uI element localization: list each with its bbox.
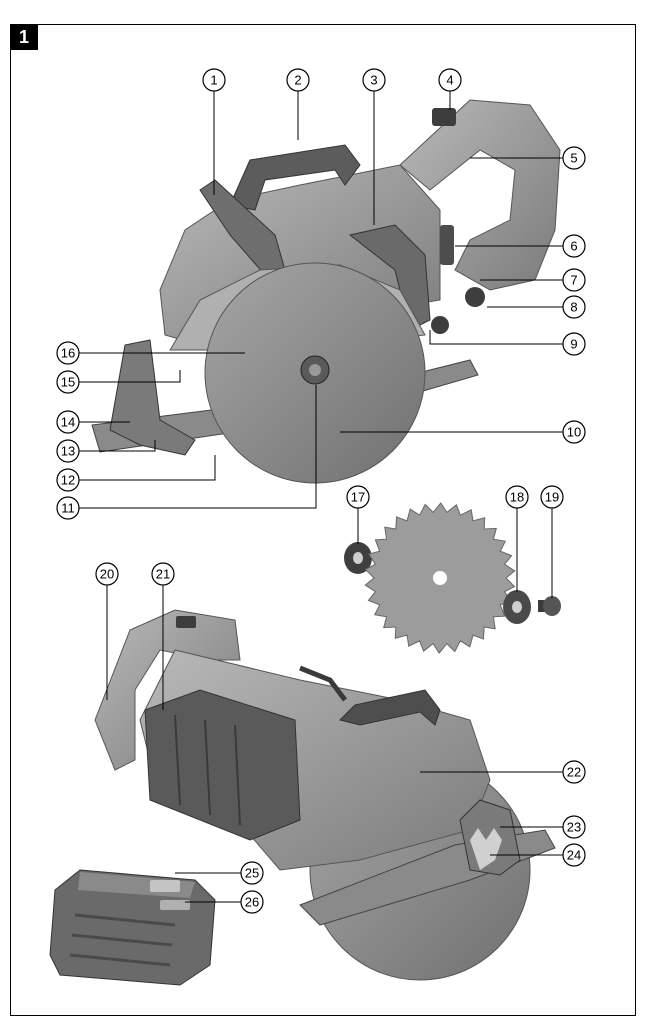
leader-line-13 [79, 440, 156, 452]
callout-6: 6 [562, 234, 586, 258]
battery-pack [49, 869, 216, 986]
callout-label: 21 [156, 567, 170, 582]
callout-24: 24 [562, 843, 586, 867]
figure-number-tab: 1 [10, 24, 38, 50]
callout-label: 6 [570, 239, 577, 254]
callout-label: 14 [61, 415, 75, 430]
callout-3: 3 [362, 68, 386, 92]
callout-20: 20 [95, 562, 119, 586]
callout-label: 18 [510, 490, 524, 505]
rear-handle [399, 99, 561, 291]
leader-lines [79, 91, 563, 903]
callout-label: 1 [210, 73, 217, 88]
inner-flange-part [344, 542, 372, 574]
spare-blade-part [364, 502, 516, 654]
callout-label: 4 [446, 73, 453, 88]
callout-label: 16 [61, 346, 75, 361]
callout-label: 23 [567, 820, 581, 835]
callout-label: 9 [570, 337, 577, 352]
callout-8: 8 [562, 295, 586, 319]
callout-11: 11 [56, 496, 80, 520]
leader-line-15 [79, 370, 181, 383]
callout-15: 15 [56, 370, 80, 394]
callout-25: 25 [240, 861, 264, 885]
callout-label: 12 [61, 473, 75, 488]
callout-23: 23 [562, 815, 586, 839]
leader-line-9 [429, 330, 563, 345]
callout-label: 13 [61, 444, 75, 459]
callout-10: 10 [562, 420, 586, 444]
callout-19: 19 [540, 485, 564, 509]
callout-16: 16 [56, 341, 80, 365]
callout-4: 4 [438, 68, 462, 92]
leader-line-12 [79, 455, 216, 481]
callout-5: 5 [562, 146, 586, 170]
callout-12: 12 [56, 468, 80, 492]
callout-21: 21 [151, 562, 175, 586]
callout-label: 5 [570, 151, 577, 166]
callout-9: 9 [562, 332, 586, 356]
callout-label: 10 [567, 425, 581, 440]
callout-label: 19 [545, 490, 559, 505]
saw-top-view [91, 99, 561, 484]
callout-label: 17 [351, 490, 365, 505]
bevel-knob [431, 316, 449, 334]
top-indicator [432, 108, 456, 126]
callout-label: 11 [61, 501, 75, 516]
bevel-bracket [109, 339, 196, 456]
callout-label: 22 [567, 765, 581, 780]
callout-2: 2 [286, 68, 310, 92]
callout-26: 26 [240, 890, 264, 914]
depth-knob [465, 287, 485, 307]
callout-label: 20 [100, 567, 114, 582]
saw-bottom-view [94, 609, 556, 981]
trigger [440, 225, 454, 265]
callout-1: 1 [202, 68, 226, 92]
callout-label: 3 [370, 73, 377, 88]
battery-indicator [150, 880, 180, 892]
depth-bracket [348, 224, 431, 331]
callout-label: 25 [245, 866, 259, 881]
callout-label: 26 [245, 895, 259, 910]
callout-22: 22 [562, 760, 586, 784]
callout-17: 17 [346, 485, 370, 509]
battery-bay [144, 689, 301, 841]
callout-18: 18 [505, 485, 529, 509]
battery-release-button [160, 900, 190, 910]
figure-frame [10, 24, 636, 1016]
leader-line-11 [79, 385, 317, 509]
outer-flange-part [503, 590, 531, 624]
blade-bolt-part [538, 596, 561, 616]
callout-label: 15 [61, 375, 75, 390]
callout-13: 13 [56, 439, 80, 463]
callout-label: 24 [567, 848, 581, 863]
callout-7: 7 [562, 268, 586, 292]
callout-label: 8 [570, 300, 577, 315]
lower-carry-handle [339, 689, 441, 726]
callout-label: 2 [294, 73, 301, 88]
carry-handle [229, 144, 361, 211]
callout-14: 14 [56, 410, 80, 434]
callout-label: 7 [570, 273, 577, 288]
